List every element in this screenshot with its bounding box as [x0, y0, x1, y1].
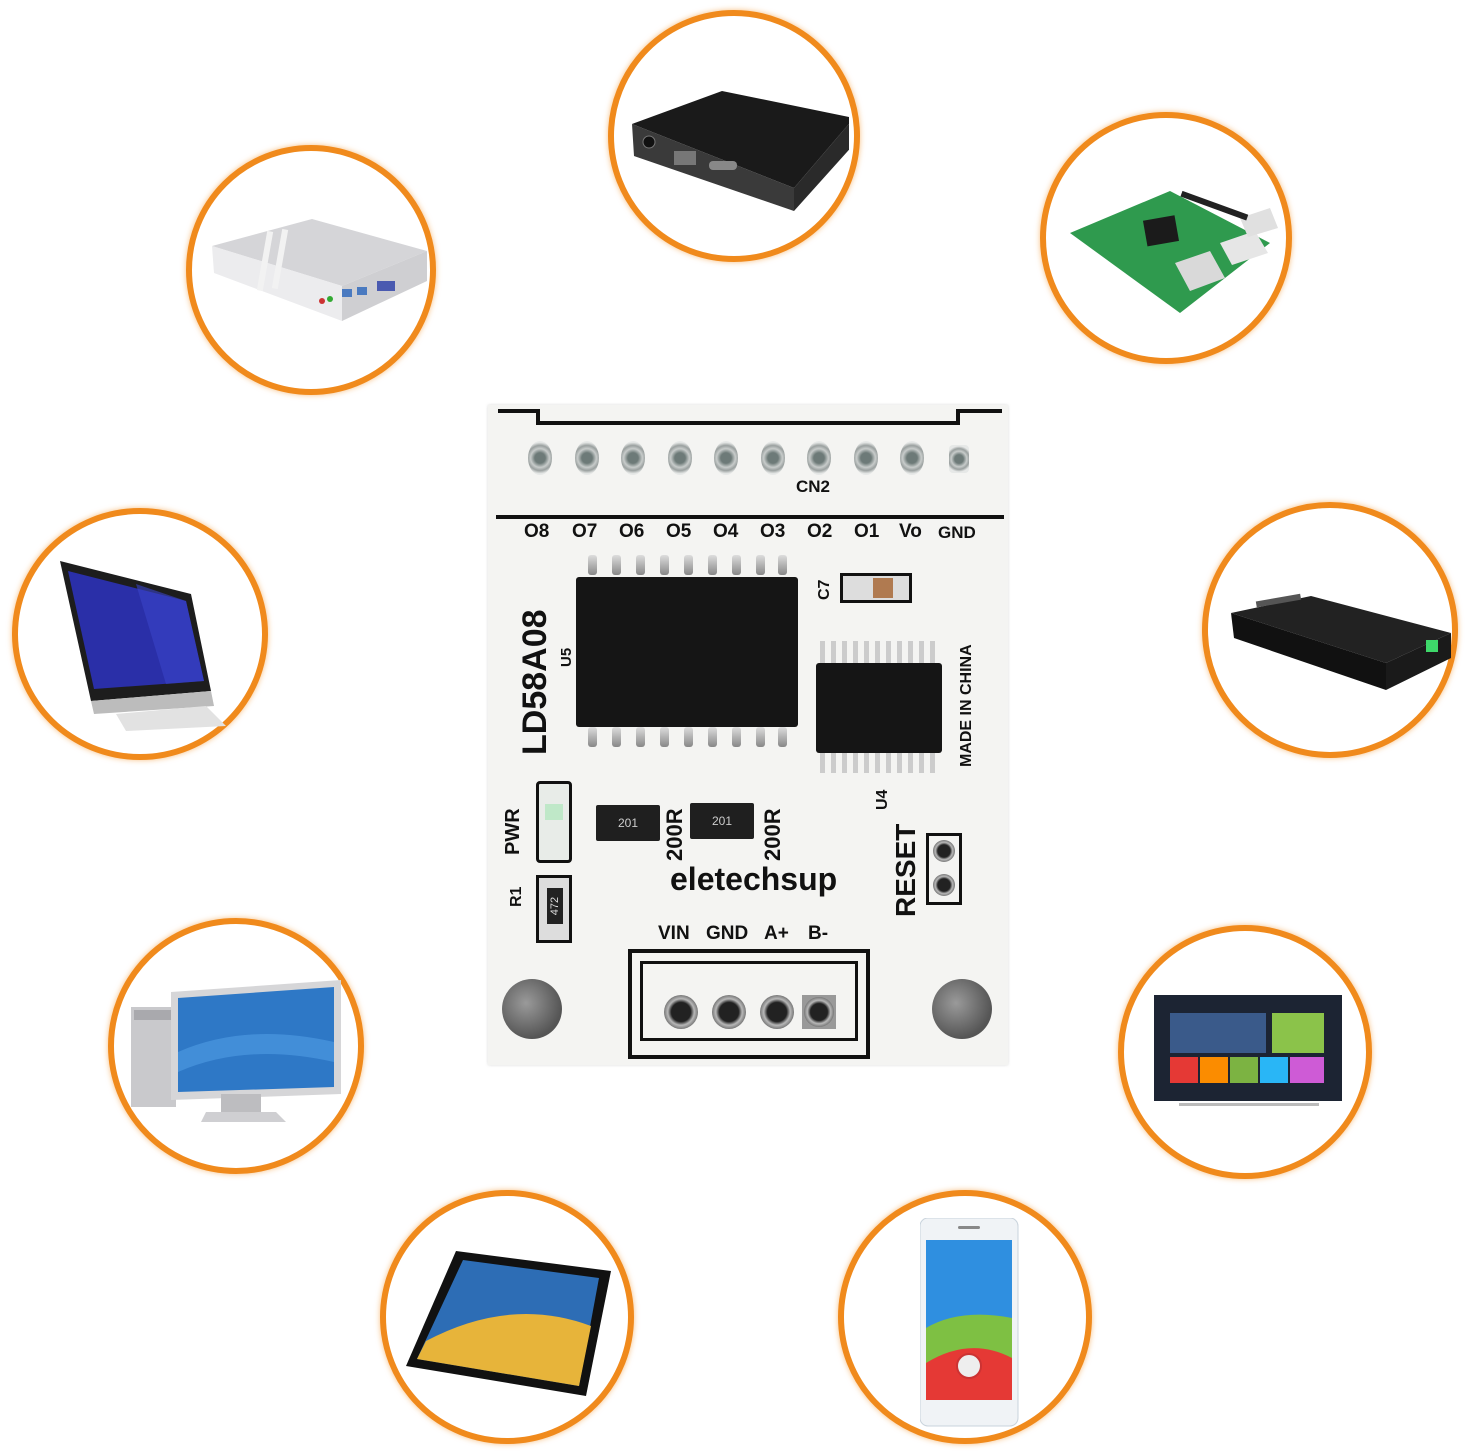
c7-capacitor	[840, 573, 912, 603]
brand-label: eletechsup	[670, 861, 838, 897]
r1-label: R1	[508, 886, 525, 907]
cn2-pad-o5	[668, 441, 692, 475]
pwr-label: PWR	[502, 808, 524, 855]
cn2-pad-o3	[761, 441, 785, 475]
c7-label: C7	[816, 579, 833, 600]
resistor-value-1: 200R	[662, 808, 687, 861]
bottom-pin-label: A+	[764, 923, 789, 944]
bottom-pin-label: GND	[706, 923, 749, 944]
u4-pins-bottom	[820, 753, 940, 773]
u4-pins-top	[820, 641, 940, 663]
tv-box-icon	[632, 91, 849, 211]
device-ring-mini-pc	[186, 145, 436, 395]
all-in-one-pc-icon	[60, 561, 226, 731]
reset-label: RESET	[890, 823, 921, 917]
u5-label: U5	[558, 647, 575, 667]
pin-label: O8	[524, 521, 550, 542]
device-ring-mini-pc-stick	[1202, 502, 1458, 758]
cn2-pad-vo	[900, 441, 924, 475]
device-ring-raspberry-pi	[1040, 112, 1292, 364]
tablet-icon	[406, 1251, 611, 1396]
silk-line	[498, 409, 536, 413]
resistor-array-1: 201	[596, 805, 660, 841]
pin-label: O2	[807, 521, 833, 542]
mounting-hole-left	[502, 979, 562, 1039]
r1-code: 472	[547, 888, 563, 924]
device-ring-smartphone	[838, 1190, 1092, 1444]
bottom-connector	[628, 949, 870, 1059]
silk-line	[956, 409, 1002, 413]
resistor-array-2: 201	[690, 803, 754, 839]
u4-chip	[816, 663, 942, 753]
device-ring-all-in-one-pc	[12, 508, 268, 760]
device-ring-tv-box	[608, 10, 860, 262]
bottom-pin-label: B-	[808, 923, 829, 944]
mini-pc-icon	[212, 219, 427, 321]
pin-label: O3	[760, 521, 786, 542]
desktop-computer-icon	[131, 980, 341, 1122]
cn2-pad-o6	[621, 441, 645, 475]
smart-tv-icon	[1154, 995, 1342, 1106]
r1-resistor: 472	[536, 875, 572, 943]
mini-pc-stick-icon	[1231, 593, 1451, 690]
pin-label: O1	[854, 521, 880, 542]
device-ring-desktop-computer	[108, 918, 364, 1174]
pin-label: O7	[572, 521, 598, 542]
made-in-label: MADE IN CHINA	[958, 644, 975, 767]
u5-chip	[576, 577, 798, 727]
cn2-pad-o4	[714, 441, 738, 475]
pin-label: GND	[938, 523, 976, 542]
silk-line	[496, 515, 1004, 519]
cn2-pad-o2	[807, 441, 831, 475]
pin-label: Vo	[899, 521, 922, 542]
ld58a08-module-board: CN2 O8 O7 O6 O5 O4 O3 O2 O1 Vo GND LD58A…	[488, 405, 1008, 1065]
raspberry-pi-icon	[1070, 190, 1278, 313]
device-ring-smart-tv	[1118, 925, 1372, 1179]
pin-label: O6	[619, 521, 645, 542]
cn2-pad-gnd	[949, 445, 969, 473]
pin-label: O4	[713, 521, 739, 542]
mounting-hole-right	[932, 979, 992, 1039]
smartphone-icon	[920, 1218, 1019, 1427]
cn2-pad-o1	[854, 441, 878, 475]
bottom-pin-label: VIN	[658, 923, 690, 944]
silk-line	[536, 421, 956, 425]
device-ring-tablet	[380, 1190, 634, 1444]
silk-line	[956, 409, 960, 425]
model-label: LD58A08	[516, 609, 554, 755]
reset-header[interactable]	[926, 833, 962, 905]
u4-label: U4	[874, 789, 891, 810]
pwr-led	[536, 781, 572, 863]
silk-line	[536, 409, 540, 423]
resistor-value-2: 200R	[760, 808, 785, 861]
cn2-label: CN2	[796, 477, 831, 496]
pin-label: O5	[666, 521, 692, 542]
cn2-pad-o8	[528, 441, 552, 475]
cn2-pad-o7	[575, 441, 599, 475]
